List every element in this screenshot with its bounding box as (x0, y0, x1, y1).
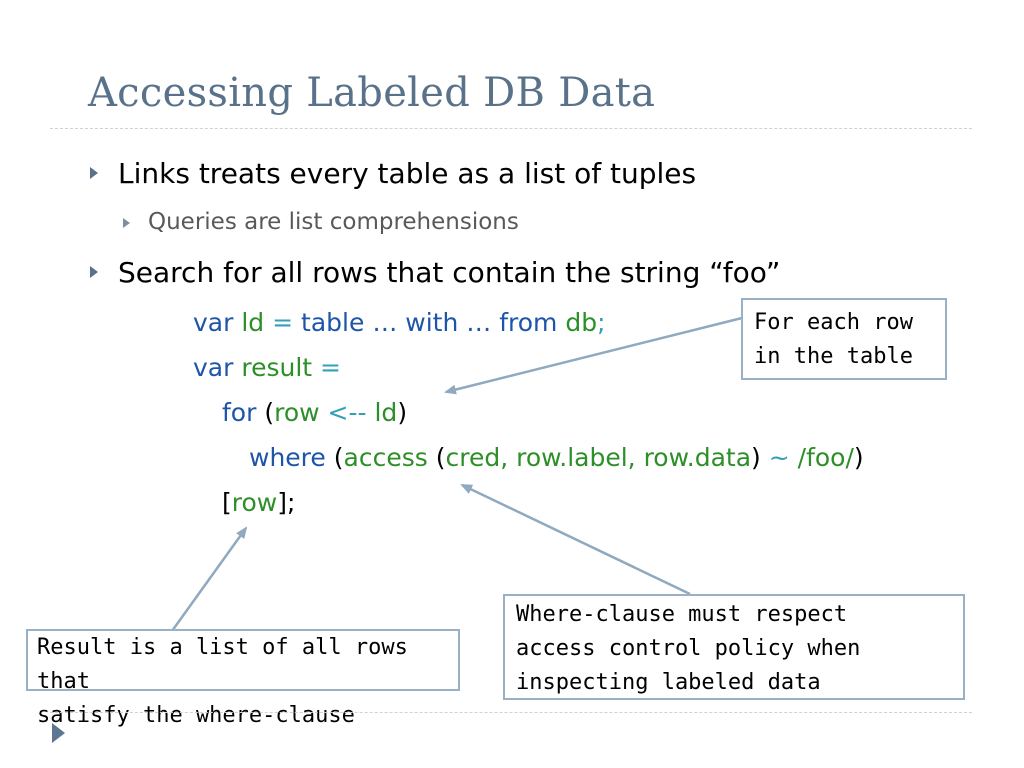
bullet-item: Search for all rows that contain the str… (90, 256, 781, 289)
code-operator: = (272, 308, 294, 337)
bullet-triangle-icon (90, 266, 98, 278)
callout-result: Result is a list of all rows that satisf… (26, 629, 460, 728)
code-line-3: for (row <-- ld) (222, 398, 407, 427)
callout-line: satisfy the where-clause (37, 703, 355, 728)
callout-line: Where-clause must respect (516, 602, 848, 627)
code-operator: = (320, 353, 341, 382)
callout-line: access control policy when (516, 636, 861, 661)
arrow-result (170, 526, 248, 632)
code-keyword: from (499, 308, 558, 337)
bullet-text: Search for all rows that contain the str… (118, 256, 781, 289)
callout-for-each: For each row in the table (741, 298, 947, 380)
code-identifier: row (274, 398, 320, 427)
footer-divider (50, 712, 972, 713)
code-paren: ( (435, 443, 446, 472)
code-operator: ~ (768, 443, 790, 472)
slide-title: Accessing Labeled DB Data (88, 70, 656, 116)
code-paren: ) (751, 443, 761, 472)
bullet-item: Links treats every table as a list of tu… (90, 157, 697, 190)
sub-bullet-text: Queries are list comprehensions (148, 209, 519, 235)
code-paren: ) (397, 398, 408, 427)
code-identifier: row (231, 488, 278, 517)
code-identifier: db (565, 308, 598, 337)
sub-bullet-item: Queries are list comprehensions (123, 209, 519, 235)
arrow-where-clause (460, 483, 691, 596)
code-ellipsis: … (372, 308, 398, 337)
code-identifier: ld (374, 398, 398, 427)
bullet-text: Links treats every table as a list of tu… (118, 157, 697, 190)
callout-where-clause: Where-clause must respect access control… (503, 594, 965, 700)
code-keyword: var (193, 353, 234, 382)
code-paren: ( (264, 398, 275, 427)
code-paren: ( (333, 443, 344, 472)
code-keyword: with (405, 308, 459, 337)
code-identifier: result (241, 353, 313, 382)
code-identifier: ld (241, 308, 265, 337)
code-ellipsis: … (466, 308, 492, 337)
title-divider (50, 128, 972, 129)
code-keyword: for (222, 398, 257, 427)
code-bracket: ]; (277, 488, 296, 517)
code-line-4: where (access (cred, row.label, row.data… (249, 443, 864, 472)
code-keyword: table (301, 308, 365, 337)
code-identifier: access (343, 443, 428, 472)
code-line-5: [row]; (222, 488, 295, 517)
code-keyword: where (249, 443, 326, 472)
code-line-2: var result = (193, 353, 341, 382)
callout-line: Result is a list of all rows that (37, 635, 408, 694)
callout-line: in the table (754, 344, 913, 369)
code-keyword: var (193, 308, 234, 337)
code-bracket: [ (222, 488, 232, 517)
play-triangle-icon[interactable] (52, 723, 65, 743)
bullet-triangle-icon (90, 167, 98, 179)
code-operator: ; (597, 308, 606, 337)
callout-line: For each row (754, 310, 913, 335)
code-line-1: var ld = table … with … from db; (193, 308, 606, 337)
code-paren: ) (853, 443, 864, 472)
code-identifier: cred, row.label, row.data (445, 443, 752, 472)
sub-bullet-triangle-icon (123, 218, 130, 228)
code-operator: <-- (327, 398, 367, 427)
code-identifier: /foo/ (797, 443, 854, 472)
callout-line: inspecting labeled data (516, 670, 821, 695)
